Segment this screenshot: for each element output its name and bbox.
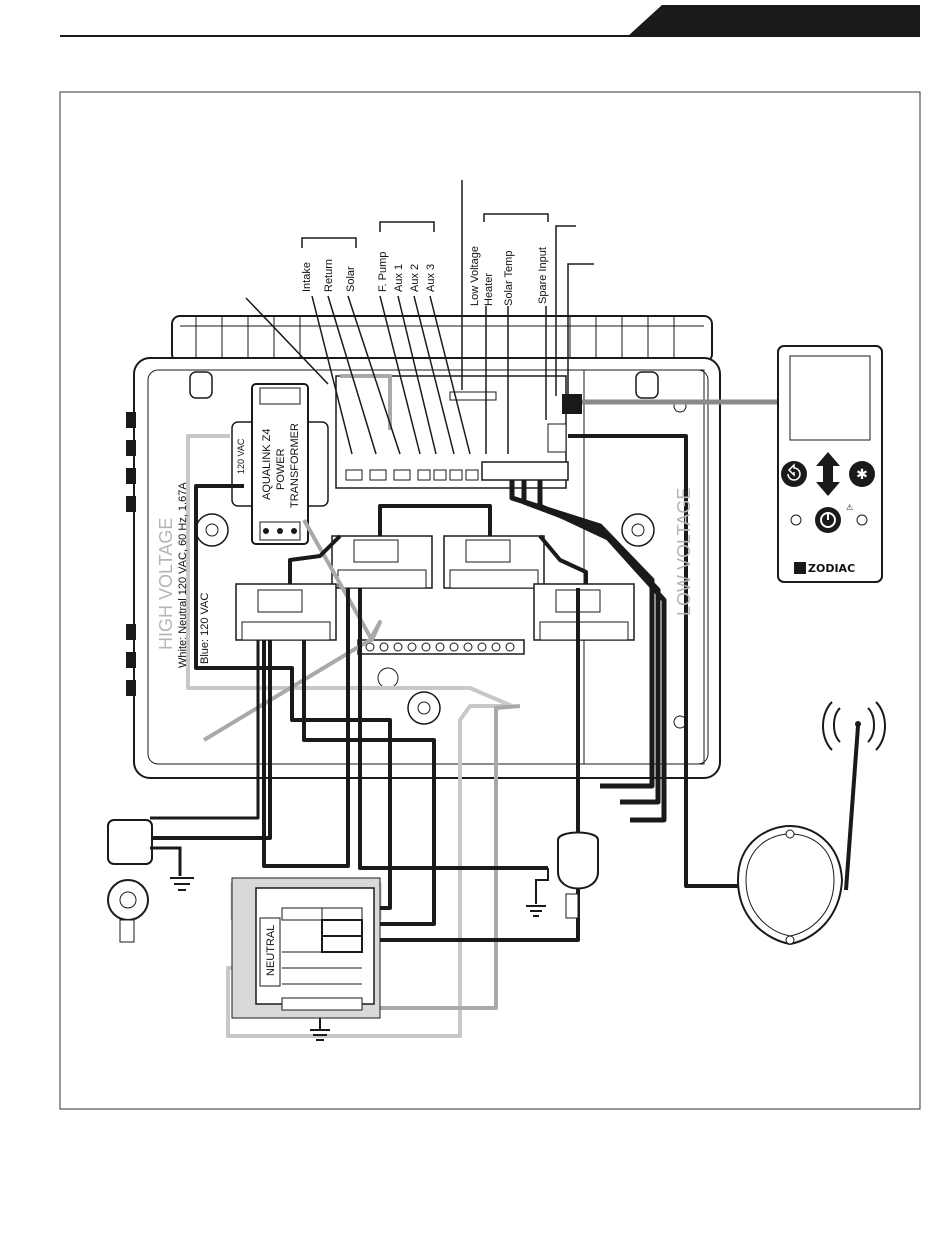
label-solar-temp: Solar Temp <box>503 251 515 306</box>
label-aux-3: Aux 3 <box>425 264 437 292</box>
svg-text:⚠: ⚠ <box>846 503 853 512</box>
low-voltage-connector <box>450 392 496 400</box>
label-heater: Heater <box>483 273 495 306</box>
header-tab <box>628 5 920 36</box>
ground-symbol-1 <box>170 878 194 890</box>
display-cable-connector <box>562 394 582 414</box>
transformer-label-2: POWER <box>275 448 287 490</box>
sensor-terminal-block <box>482 462 568 480</box>
label-low-voltage-side: LOW VOLTAGE <box>674 488 694 616</box>
transformer-label-3: TRANSFORMER <box>289 423 301 508</box>
page-header <box>60 5 920 36</box>
ground-symbol-2 <box>526 906 546 916</box>
label-intake: Intake <box>301 262 313 292</box>
circuit-board <box>336 376 582 488</box>
pump-motor <box>526 833 598 919</box>
label-aux-2: Aux 2 <box>409 264 421 292</box>
label-low-voltage: Low Voltage <box>469 246 481 306</box>
label-return: Return <box>323 259 335 292</box>
label-aux-1: Aux 1 <box>393 264 405 292</box>
label-spare-input: Spare Input <box>537 247 549 304</box>
label-solar: Solar <box>345 266 357 292</box>
transformer-label-1: AQUALINK Z4 <box>261 428 273 500</box>
wireless-antenna-unit <box>738 702 885 944</box>
relay-3 <box>236 584 336 640</box>
label-blue-wire: Blue: 120 VAC <box>199 593 211 664</box>
relay-1 <box>332 536 432 588</box>
control-panel: ✱ ⚠ ZODIAC <box>778 346 882 582</box>
label-f-pump: F. Pump <box>377 252 389 292</box>
spare-input-connector <box>548 424 566 452</box>
svg-text:✱: ✱ <box>856 467 868 483</box>
panel-display <box>790 356 870 440</box>
relay-2 <box>444 536 544 588</box>
panel-brand: ZODIAC <box>808 562 855 575</box>
neutral-label: NEUTRAL <box>265 925 277 976</box>
relay-4 <box>534 584 634 640</box>
breaker-panel: NEUTRAL <box>232 878 380 1040</box>
label-white-wire: White: Neutral 120 VAC, 60 Hz, 1.67A <box>177 482 189 668</box>
label-high-voltage: HIGH VOLTAGE <box>156 518 176 650</box>
transformer-rating: 120 VAC <box>236 438 246 474</box>
